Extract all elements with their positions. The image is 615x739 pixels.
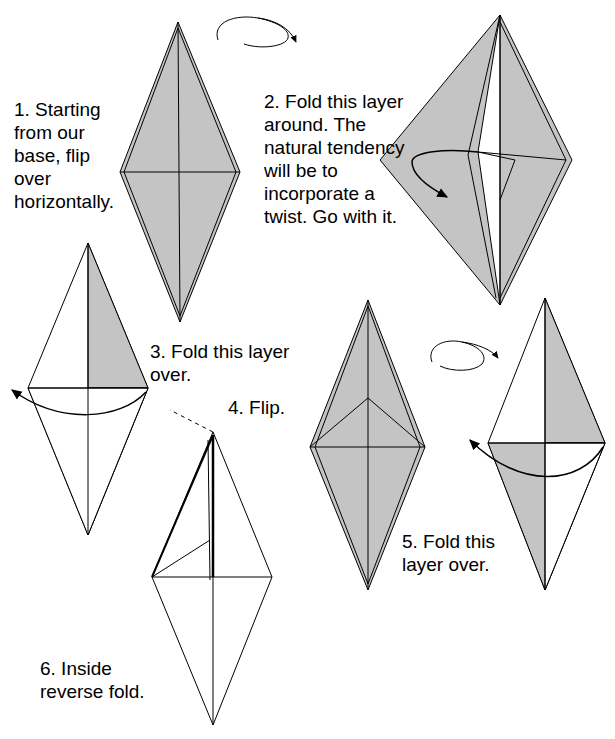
step-instruction: 1. Starting from our base, flip over hor…	[14, 98, 132, 213]
step2-figure	[380, 15, 572, 305]
step6-figure	[152, 410, 272, 725]
step-instruction: 3. Fold this layer over.	[150, 340, 295, 386]
step3-figure	[12, 243, 148, 535]
step-instruction: 2. Fold this layer around. The natural t…	[264, 90, 406, 228]
step-instruction: 5. Fold this layer over.	[402, 530, 522, 576]
step-instruction: 4. Flip.	[228, 396, 308, 419]
step-instruction: 6. Inside reverse fold.	[40, 657, 170, 703]
